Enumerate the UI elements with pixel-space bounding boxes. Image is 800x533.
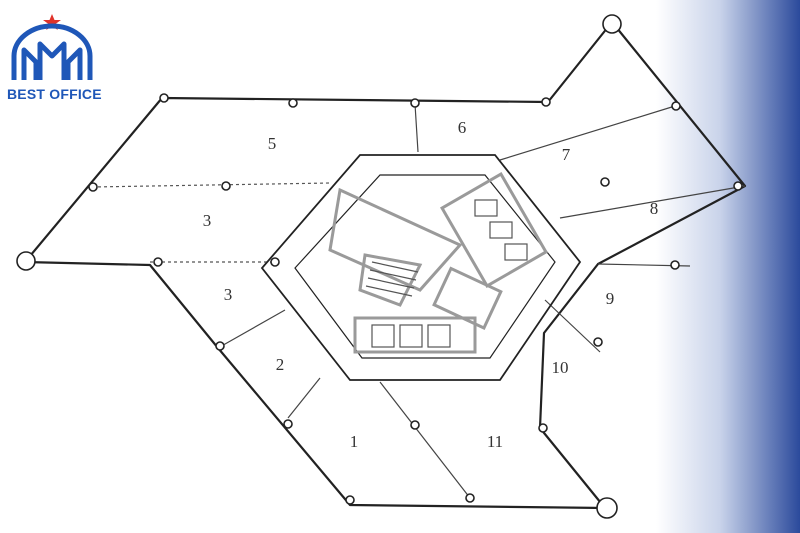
room-label-9: 9 (606, 289, 615, 308)
room-labels: 5 6 7 8 3 3 9 2 10 1 11 (203, 118, 659, 451)
room-label-5: 5 (268, 134, 277, 153)
room-label-8: 8 (650, 199, 659, 218)
room-label-7: 7 (562, 145, 571, 164)
room-label-3a: 3 (203, 211, 212, 230)
room-label-2: 2 (276, 355, 285, 374)
room-label-1: 1 (350, 432, 359, 451)
brand-name: BEST OFFICE (7, 86, 102, 102)
building-star-logo (11, 14, 93, 80)
room-label-3b: 3 (224, 285, 233, 304)
core-outline (260, 154, 582, 381)
room-label-6: 6 (458, 118, 467, 137)
room-label-11: 11 (487, 432, 503, 451)
room-label-10: 10 (552, 358, 569, 377)
